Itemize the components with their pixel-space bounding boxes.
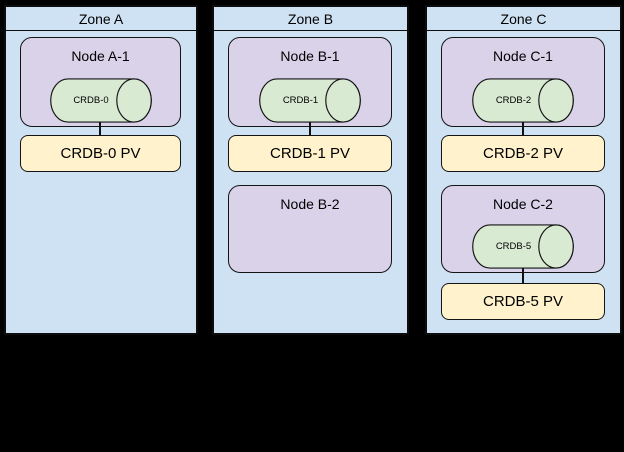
pod-to-pv-connector [521, 268, 524, 283]
crdb-1-pv-label: CRDB-1 PV [269, 145, 351, 162]
crdb-5-pod: CRDB-5 [471, 224, 576, 269]
database-cylinder-icon [472, 224, 574, 269]
crdb-5-pv-label: CRDB-5 PV [482, 293, 564, 310]
crdb-0-pod-label: CRDB-0 [73, 95, 109, 106]
node-c1-title: Node C-1 [493, 48, 553, 64]
database-cylinder-icon [49, 78, 152, 123]
crdb-2-pv: CRDB-2 PV [441, 135, 605, 172]
database-cylinder-icon [472, 78, 574, 123]
node-a1: Node A-1 CRDB-0 [20, 37, 181, 127]
crdb-0-pod: CRDB-0 [48, 78, 153, 123]
node-b1-title: Node B-1 [280, 48, 340, 64]
pod-to-pv-connector [521, 122, 524, 135]
zone-b-title: Zone B [214, 7, 407, 31]
node-b2-title: Node B-2 [280, 196, 340, 212]
pod-to-pv-connector [99, 122, 101, 135]
crdb-0-pv: CRDB-0 PV [20, 135, 181, 172]
zone-b: Zone B Node B-1 CRDB-1 CRDB-1 PV Node B-… [212, 5, 409, 335]
crdb-2-pod-label: CRDB-2 [495, 95, 532, 106]
node-b1: Node B-1 CRDB-1 [228, 37, 392, 127]
zone-c-title: Zone C [427, 7, 620, 31]
zone-c: Zone C Node C-1 CRDB-2 CRDB-2 PV Node C-… [425, 5, 622, 335]
pod-to-pv-connector [308, 122, 311, 135]
crdb-1-pod: CRDB-1 [258, 78, 363, 123]
zone-a-title: Zone A [6, 7, 196, 31]
node-c1: Node C-1 CRDB-2 [441, 37, 605, 127]
crdb-5-pod-label: CRDB-5 [495, 241, 532, 252]
crdb-2-pod: CRDB-2 [471, 78, 576, 123]
node-c2-title: Node C-2 [493, 196, 553, 212]
zone-a: Zone A Node A-1 CRDB-0 CRDB-0 PV [4, 5, 198, 335]
database-cylinder-icon [259, 78, 361, 123]
node-b2: Node B-2 [228, 185, 392, 273]
node-c2: Node C-2 CRDB-5 [441, 185, 605, 273]
crdb-2-pv-label: CRDB-2 PV [482, 145, 564, 162]
node-a1-title: Node A-1 [71, 48, 130, 64]
crdb-0-pv-label: CRDB-0 PV [60, 145, 141, 162]
crdb-1-pv: CRDB-1 PV [228, 135, 392, 172]
crdb-1-pod-label: CRDB-1 [282, 95, 319, 106]
crdb-5-pv: CRDB-5 PV [441, 283, 605, 320]
